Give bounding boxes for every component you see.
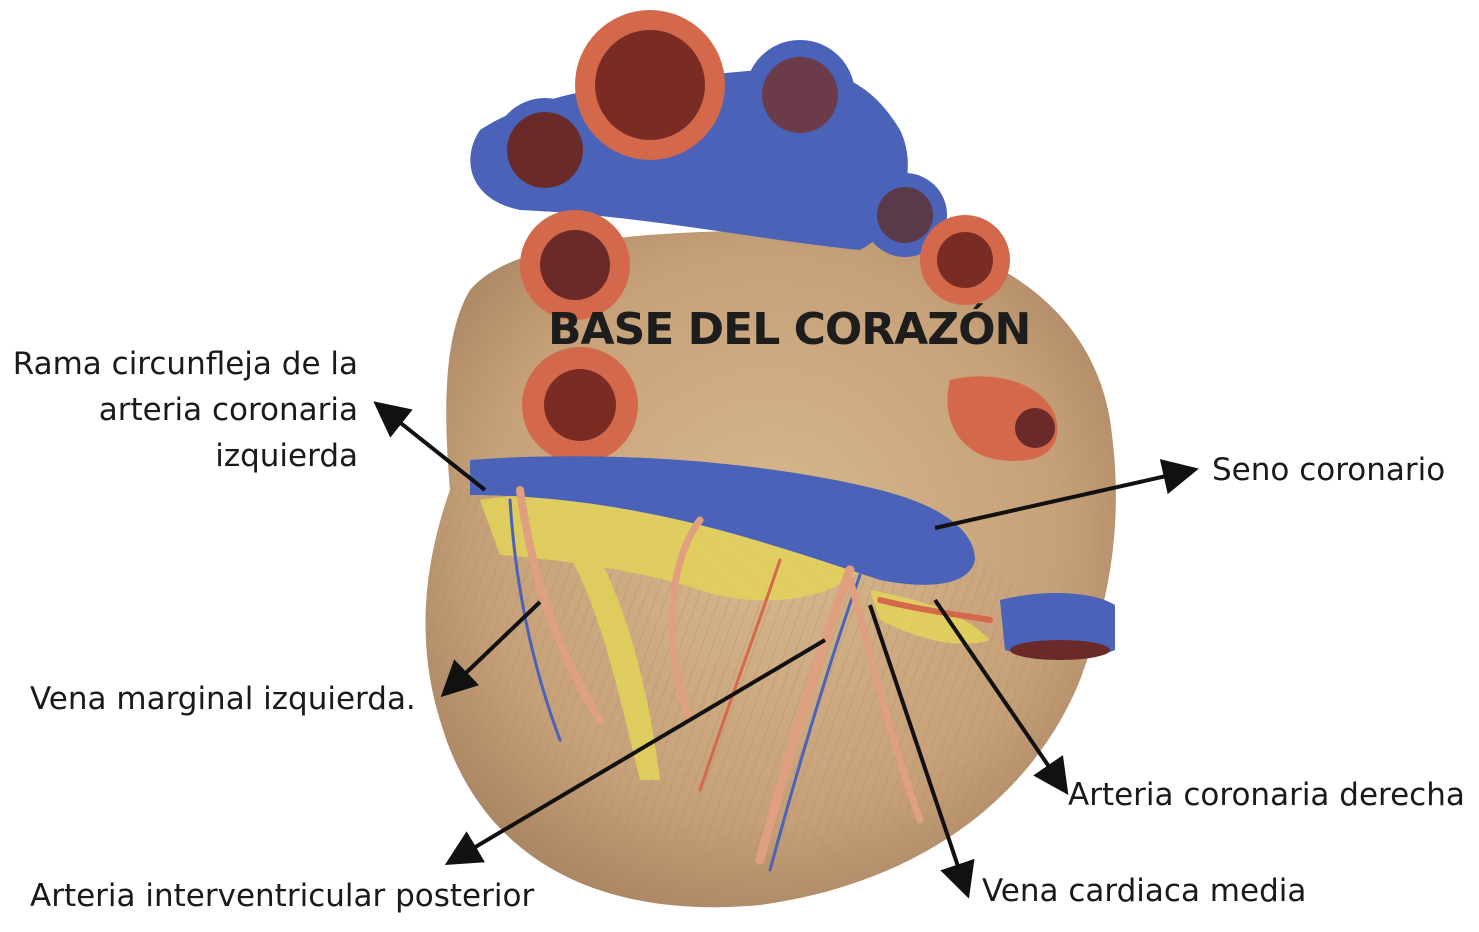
label-arteria-interventricular: Arteria interventricular posterior (30, 873, 534, 919)
label-rama-line-1: Rama circunfleja de la (10, 341, 358, 387)
label-vena-cardiaca-media: Vena cardiaca media (982, 868, 1306, 914)
diagram-title: BASE DEL CORAZÓN (548, 304, 1030, 355)
label-seno-coronario: Seno coronario (1212, 447, 1445, 493)
label-rama-line-3: izquierda (10, 433, 358, 479)
label-vena-marginal: Vena marginal izquierda. (30, 676, 416, 722)
label-rama-line-2: arteria coronaria (10, 387, 358, 433)
label-rama-circunfleja: Rama circunfleja de la arteria coronaria… (10, 341, 358, 479)
label-arteria-coronaria-derecha: Arteria coronaria derecha (1068, 772, 1465, 818)
